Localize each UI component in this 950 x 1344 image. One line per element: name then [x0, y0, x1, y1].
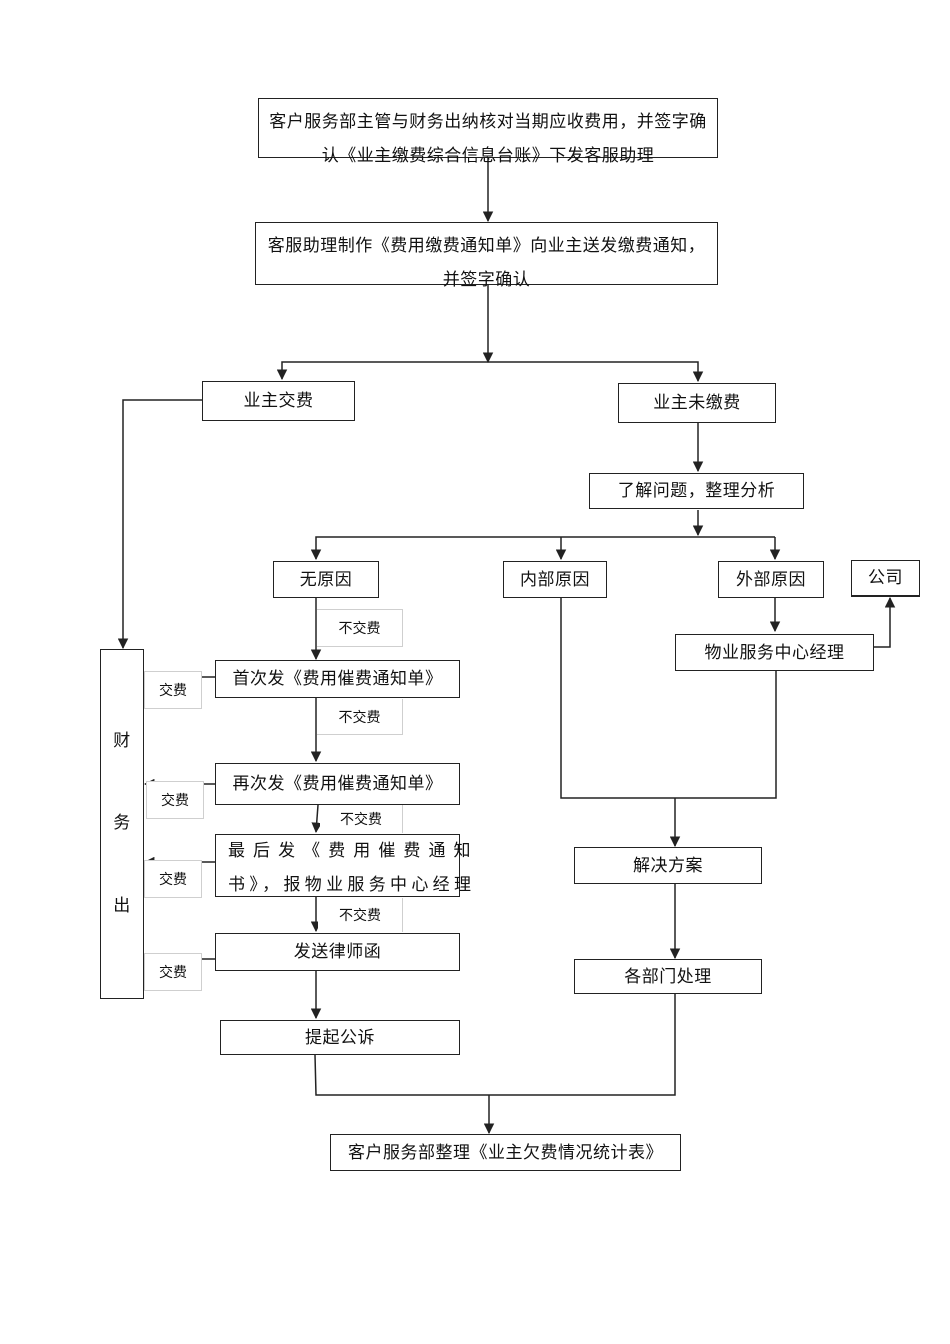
node-center-manager: 物业服务中心经理 — [675, 634, 874, 671]
node-external-reason: 外部原因 — [718, 561, 824, 598]
node-summary-text: 客户服务部整理《业主欠费情况统计表》 — [348, 1142, 663, 1163]
node-dept-handle-text: 各部门处理 — [624, 966, 712, 987]
node-analyze-text: 了解问题，整理分析 — [617, 481, 776, 501]
node-analyze: 了解问题，整理分析 — [589, 473, 804, 509]
label-not-paid-1: 不交费 — [317, 609, 403, 647]
node-internal-reason-text: 内部原因 — [520, 569, 590, 590]
label-not-paid-4: 不交费 — [318, 898, 403, 932]
node-verify-fees-text: 客户服务部主管与财务出纳核对当期应收费用，并签字确认《业主缴费综合信息台账》下发… — [269, 112, 707, 166]
node-verify-fees: 客户服务部主管与财务出纳核对当期应收费用，并签字确认《业主缴费综合信息台账》下发… — [258, 98, 718, 166]
node-owner-unpaid-text: 业主未缴费 — [653, 393, 741, 413]
label-paid-3-text: 交费 — [159, 872, 187, 888]
node-summary: 客户服务部整理《业主欠费情况统计表》 — [330, 1134, 681, 1171]
node-no-reason-text: 无原因 — [299, 569, 353, 590]
node-solution-text: 解决方案 — [633, 855, 703, 876]
node-solution: 解决方案 — [574, 847, 762, 884]
label-paid-4-text: 交费 — [159, 965, 187, 981]
label-not-paid-3-text: 不交费 — [340, 812, 382, 828]
node-lawsuit-text: 提起公诉 — [305, 1027, 375, 1048]
node-finance-char-2: 务 — [113, 813, 131, 834]
label-paid-4: 交费 — [144, 953, 202, 991]
label-paid-3: 交费 — [144, 860, 202, 898]
node-center-manager-text: 物业服务中心经理 — [704, 642, 845, 663]
node-lawyer-letter: 发送律师函 — [215, 933, 460, 971]
node-second-notice-text: 再次发《费用催费通知单》 — [232, 774, 443, 794]
node-internal-reason: 内部原因 — [503, 561, 607, 598]
node-finance-char-3: 出 — [113, 896, 131, 917]
node-finance: 财 务 出 — [100, 649, 144, 999]
node-company: 公司 — [851, 560, 920, 597]
node-lawyer-letter-text: 发送律师函 — [293, 942, 382, 962]
edge-manager-to-company — [873, 596, 896, 648]
edge-split-unpaid — [488, 361, 704, 383]
edge-internal-merge — [560, 598, 777, 799]
label-paid-2: 交费 — [146, 781, 204, 819]
node-first-notice: 首次发《费用催费通知单》 — [215, 660, 460, 698]
edge-split-paid — [276, 361, 488, 381]
edge-to-no-reason — [310, 536, 775, 561]
label-paid-1: 交费 — [144, 671, 202, 709]
node-finance-char-1: 财 — [113, 730, 131, 751]
label-paid-1-text: 交费 — [159, 683, 187, 699]
node-owner-paid-text: 业主交费 — [243, 391, 314, 411]
node-make-notice-text: 客服助理制作《费用缴费通知单》向业主送发缴费通知，并签字确认 — [267, 236, 706, 290]
edge-second-to-final — [311, 804, 322, 834]
label-not-paid-2: 不交费 — [317, 699, 403, 735]
label-not-paid-2-text: 不交费 — [338, 709, 381, 726]
node-final-notice: 最后发《费用催费通知 书》，报物业服务中心经理 — [215, 834, 471, 897]
node-second-notice: 再次发《费用催费通知单》 — [215, 763, 460, 805]
node-dept-handle: 各部门处理 — [574, 959, 762, 994]
node-company-text: 公司 — [868, 568, 903, 588]
edge-paid-to-finance — [117, 399, 202, 650]
node-owner-unpaid: 业主未缴费 — [618, 383, 776, 423]
node-make-notice: 客服助理制作《费用缴费通知单》向业主送发缴费通知，并签字确认 — [255, 222, 718, 290]
node-lawsuit: 提起公诉 — [220, 1020, 460, 1055]
node-no-reason: 无原因 — [273, 561, 379, 598]
node-owner-paid: 业主交费 — [202, 381, 355, 421]
label-not-paid-4-text: 不交费 — [339, 908, 381, 924]
node-first-notice-text: 首次发《费用催费通知单》 — [232, 669, 443, 689]
edge-bottom-merge — [314, 994, 676, 1096]
node-final-notice-line-2: 书》，报物业服务中心经理 — [228, 874, 471, 895]
label-paid-2-text: 交费 — [161, 793, 189, 809]
label-not-paid-1-text: 不交费 — [338, 621, 381, 637]
node-external-reason-text: 外部原因 — [736, 569, 806, 590]
node-final-notice-line-1: 最后发《费用催费通知 — [228, 840, 471, 861]
label-not-paid-3: 不交费 — [320, 805, 403, 833]
